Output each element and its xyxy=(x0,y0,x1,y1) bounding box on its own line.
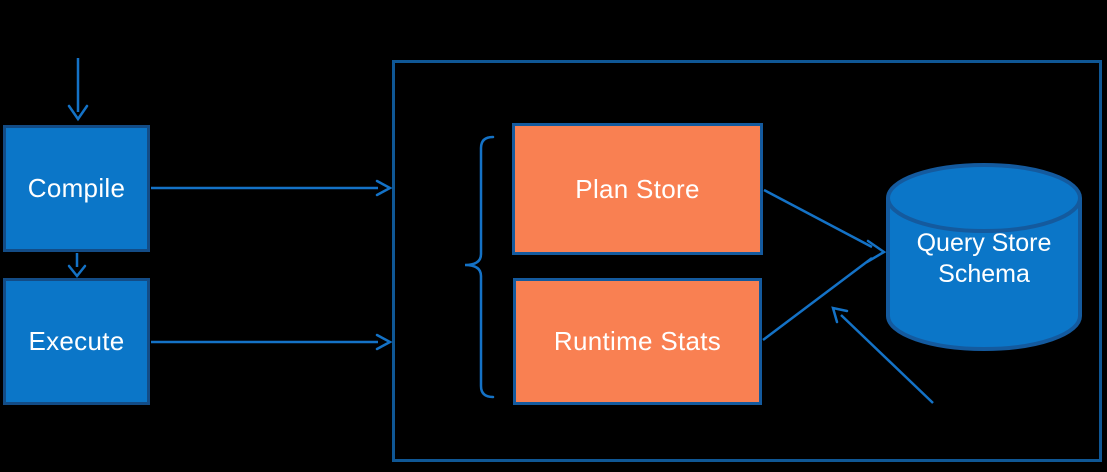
query-store-container-frame xyxy=(392,60,1102,462)
plan-store-label: Plan Store xyxy=(575,173,700,204)
arrow-execute-to-store-icon xyxy=(151,333,393,351)
execute-label: Execute xyxy=(28,326,125,356)
arrow-compile-to-store-icon xyxy=(151,179,393,197)
arrow-runtime-stats-to-schema-icon xyxy=(762,239,887,341)
execute-node: Execute xyxy=(3,278,150,405)
compile-label: Compile xyxy=(27,173,126,203)
query-store-schema-label-line1: Query Store xyxy=(916,229,1052,257)
arrow-plan-store-to-schema-icon xyxy=(763,188,873,249)
runtime-stats-node: Runtime Stats xyxy=(513,278,762,405)
arrow-async-flush-icon xyxy=(831,306,934,404)
plan-store-node: Plan Store xyxy=(512,123,763,255)
grouping-brace-icon xyxy=(464,135,495,399)
compile-node: Compile xyxy=(3,125,150,252)
arrow-compile-to-execute-icon xyxy=(67,253,87,279)
query-store-schema-label: Query Store Schema xyxy=(888,228,1080,289)
runtime-stats-label: Runtime Stats xyxy=(553,326,722,356)
arrow-into-compile-icon xyxy=(67,58,89,122)
query-store-schema-label-line2: Schema xyxy=(938,259,1030,288)
database-cylinder-icon xyxy=(886,163,1082,351)
